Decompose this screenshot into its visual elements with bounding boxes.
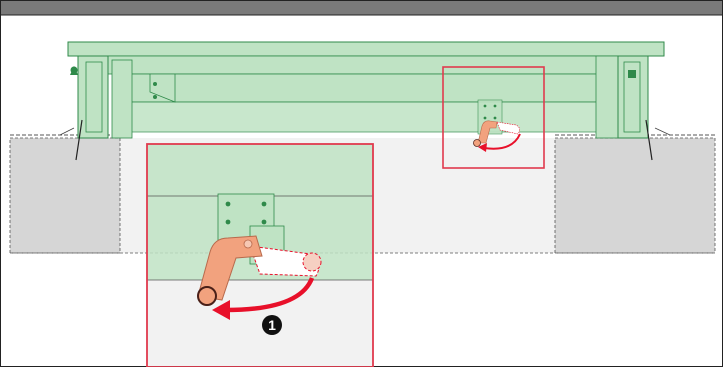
step-number-label: 1: [268, 317, 276, 333]
handle-icon: [197, 235, 263, 306]
wall-left: [9, 137, 121, 254]
callout-box-thumbnail: [442, 66, 545, 169]
wall-right: [554, 137, 716, 254]
step-number-icon: 1: [262, 315, 282, 335]
rotation-arrow-icon: [212, 277, 315, 320]
window-frame: [67, 41, 665, 133]
handle-thumbnail: [473, 99, 521, 152]
header-bar: [1, 1, 722, 15]
frame-profile-right: [595, 55, 671, 161]
callout-box-detail: [146, 143, 374, 367]
frame-profile-left: [59, 55, 133, 161]
handle-ghost-knob: [302, 252, 322, 272]
detail-lower-backdrop: [147, 280, 373, 366]
